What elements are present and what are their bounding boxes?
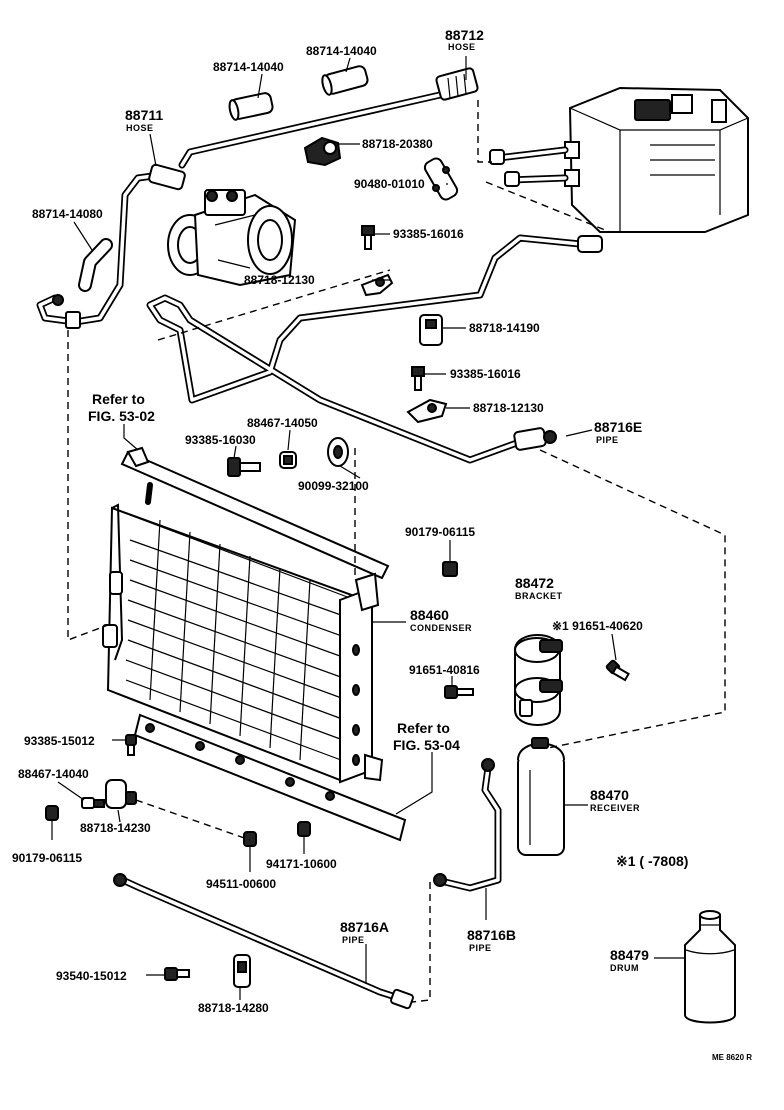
label-88472-bracket: BRACKET xyxy=(515,591,563,601)
label-88712-hose: HOSE xyxy=(448,42,476,52)
label-88716B: 88716B xyxy=(467,927,516,943)
label-94171-10600: 94171-10600 xyxy=(266,857,337,871)
label-93385-15012: 93385-15012 xyxy=(24,734,95,748)
label-91651-40816: 91651-40816 xyxy=(409,663,480,677)
clamp-88718-14190 xyxy=(419,314,443,346)
label-note-7808: ※1 ( -7808) xyxy=(616,853,688,869)
label-88714-14040-b: 88714-14040 xyxy=(306,44,377,58)
clamp-88718-14280 xyxy=(233,954,251,988)
label-88718-14230: 88718-14230 xyxy=(80,821,151,835)
label-88479-drum: DRUM xyxy=(610,963,639,973)
label-88714-14040-a: 88714-14040 xyxy=(213,60,284,74)
label-90179-06115-b: 90179-06115 xyxy=(12,851,82,865)
bolt-93540-15012 xyxy=(164,967,190,981)
label-88472: 88472 xyxy=(515,575,554,591)
label-88470-receiver: RECEIVER xyxy=(590,803,640,813)
nut-90179-06115-b xyxy=(45,805,59,821)
label-88460-condenser: CONDENSER xyxy=(410,623,472,633)
drum-88479 xyxy=(684,910,736,1024)
label-88711-hose: HOSE xyxy=(126,123,154,133)
bracket-88472 xyxy=(514,634,563,726)
pipe-88716A xyxy=(113,873,414,1010)
hose-88711 xyxy=(36,163,186,329)
label-88718-14190: 88718-14190 xyxy=(469,321,540,335)
clamp-88718-14230 xyxy=(105,779,137,809)
label-figure-code: ME 8620 R xyxy=(712,1053,752,1062)
label-fig-53-02: FIG. 53-02 xyxy=(88,408,155,424)
label-88716A: 88716A xyxy=(340,919,389,935)
label-88718-12130-a: 88718-12130 xyxy=(244,273,315,287)
label-fig-53-04: FIG. 53-04 xyxy=(393,737,460,753)
bolt-93385-16030 xyxy=(227,457,261,477)
label-88716B-pipe: PIPE xyxy=(469,943,492,953)
label-93540-15012: 93540-15012 xyxy=(56,969,127,983)
label-88718-20380: 88718-20380 xyxy=(362,137,433,151)
pipe-88716B xyxy=(433,758,502,892)
label-88716E: 88716E xyxy=(594,419,642,435)
bolt-93385-15012 xyxy=(125,734,137,756)
condenser-fins xyxy=(125,519,356,761)
bolt-94171-10600 xyxy=(297,821,311,837)
label-91651-40620: ※1 91651-40620 xyxy=(552,619,643,633)
label-90480-01010: 90480-01010 xyxy=(354,177,425,191)
label-88467-14050: 88467-14050 xyxy=(247,416,318,430)
nut-90179-06115-a xyxy=(442,561,458,577)
label-93385-16016-b: 93385-16016 xyxy=(450,367,521,381)
receiver-88470 xyxy=(517,737,565,856)
label-94511-00600: 94511-00600 xyxy=(206,877,276,891)
label-88716E-pipe: PIPE xyxy=(596,435,619,445)
bolt-93385-16016-a xyxy=(361,225,375,250)
leader-lines xyxy=(51,56,684,1000)
guide-lines xyxy=(67,100,726,1003)
sleeve-88714-a xyxy=(228,92,274,121)
cushion-88467-14040 xyxy=(81,797,105,809)
part-labels: 88712 HOSE 88714-14040 88714-14040 88711… xyxy=(12,27,752,1062)
label-88716A-pipe: PIPE xyxy=(342,935,365,945)
hose-88712 xyxy=(178,67,479,169)
pipe-88716E xyxy=(146,234,603,464)
elbow-88714-14080 xyxy=(78,238,113,292)
label-refer-to-1: Refer to xyxy=(92,391,145,407)
label-88714-14080: 88714-14080 xyxy=(32,207,103,221)
sleeve-88714-b xyxy=(321,65,369,96)
compressor xyxy=(167,189,297,287)
clamp-88718-12130-b xyxy=(406,398,448,424)
nut-94511-00600 xyxy=(243,831,257,847)
label-93385-16016-a: 93385-16016 xyxy=(393,227,464,241)
label-88718-14280: 88718-14280 xyxy=(198,1001,269,1015)
label-88467-14040: 88467-14040 xyxy=(18,767,89,781)
label-90099-32100: 90099-32100 xyxy=(298,479,369,493)
bolt-91651-40816 xyxy=(444,685,474,699)
label-88712: 88712 xyxy=(445,27,484,43)
cushion-88467-14050 xyxy=(279,451,297,469)
fitting-88718-20380 xyxy=(303,136,342,167)
label-88470: 88470 xyxy=(590,787,629,803)
label-88718-12130-b: 88718-12130 xyxy=(473,401,544,415)
bushing-90099-32100 xyxy=(327,437,349,467)
label-refer-to-2: Refer to xyxy=(397,720,450,736)
label-88711: 88711 xyxy=(125,107,163,123)
bracket-90480-01010 xyxy=(423,157,459,201)
bolt-91651-40620 xyxy=(605,659,630,682)
clamp-88718-12130-a xyxy=(360,273,394,297)
label-88479: 88479 xyxy=(610,947,649,963)
evaporator-unit xyxy=(489,86,749,233)
label-90179-06115-a: 90179-06115 xyxy=(405,525,475,539)
bolt-93385-16016-b xyxy=(411,366,425,391)
condenser-88460 xyxy=(102,446,407,842)
label-93385-16030: 93385-16030 xyxy=(185,433,256,447)
label-88460: 88460 xyxy=(410,607,449,623)
